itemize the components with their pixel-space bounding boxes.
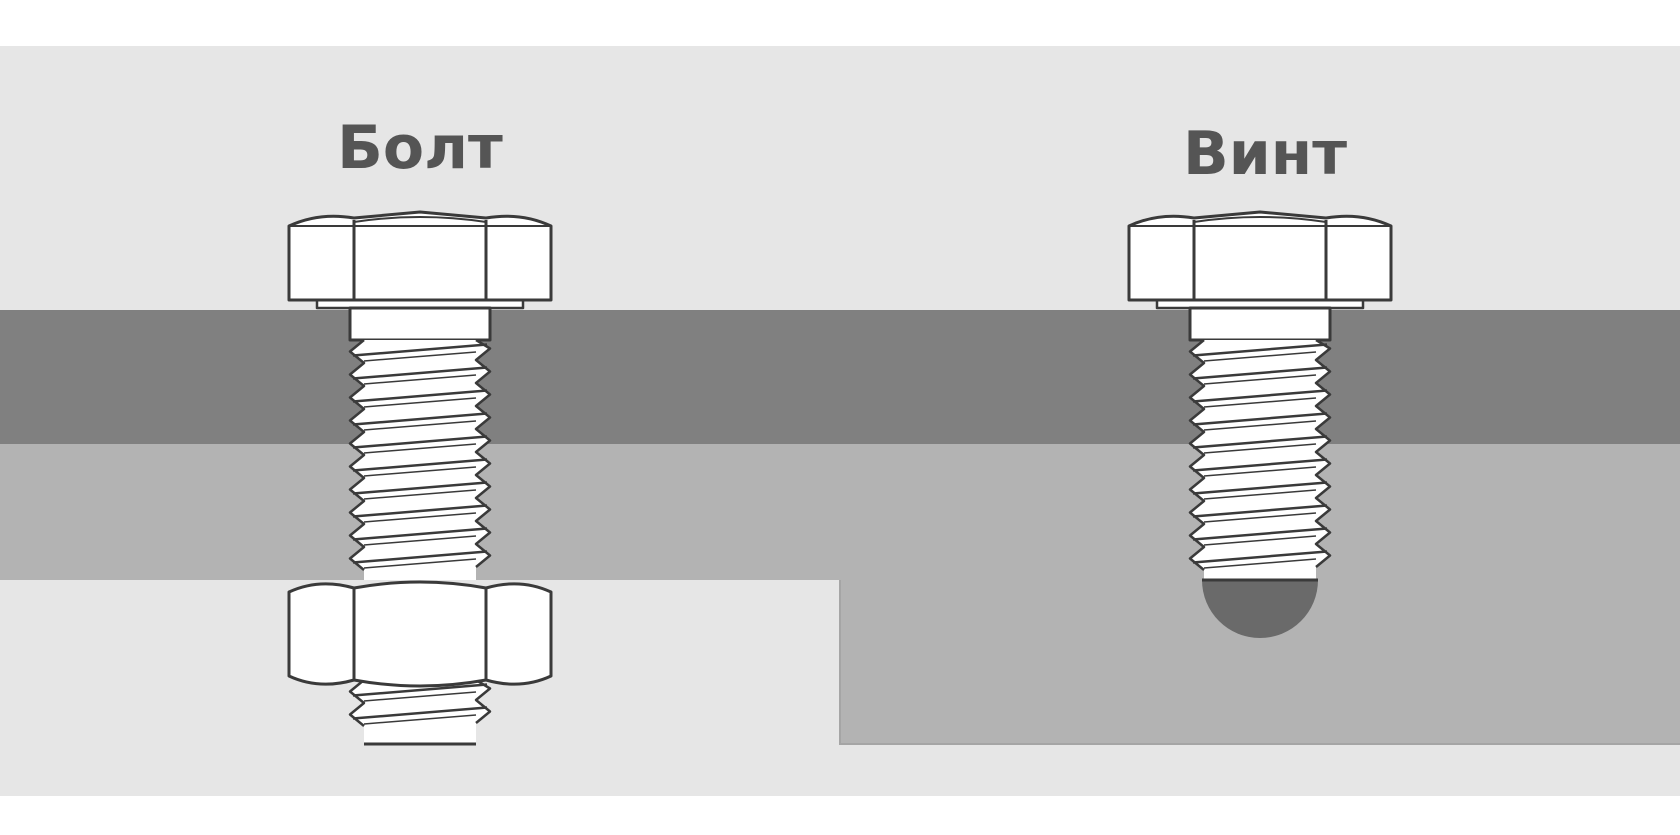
hex-screw-icon — [1127, 210, 1393, 638]
screw-thread-root — [1203, 351, 1317, 362]
screw-thread-root — [1203, 466, 1317, 477]
screw-thread-crest — [1192, 366, 1328, 380]
bolt-neck — [348, 306, 492, 342]
bolt-head-crown — [353, 216, 487, 223]
screw-hole-bottom — [1202, 580, 1318, 638]
screw-thread-crest — [1192, 550, 1328, 564]
bolt-thread-crest — [352, 504, 488, 518]
bolt-thread-root — [363, 397, 477, 408]
bolt-thread-root — [363, 374, 477, 385]
screw-thread-root — [1203, 443, 1317, 454]
screw-thread-root — [1203, 420, 1317, 431]
bolt-thread-root — [363, 420, 477, 431]
screw-thread-crest — [1192, 389, 1328, 403]
lower-plate-edge — [839, 580, 1680, 745]
screw-thread-crest — [1192, 435, 1328, 449]
bolt-thread-crest — [352, 481, 488, 495]
screw-thread-crest — [1192, 504, 1328, 518]
bolt-thread-crest — [352, 343, 488, 357]
bolt-thread-root — [363, 558, 477, 569]
upper-plate — [0, 310, 1680, 444]
bolt-thread-tail-crest — [352, 706, 488, 720]
screw-thread-crest — [1192, 458, 1328, 472]
bolt-thread-crest — [352, 458, 488, 472]
bolt-thread-root — [363, 535, 477, 546]
screw-head-crown — [1193, 216, 1327, 223]
bolt-thread-root — [363, 489, 477, 500]
bolt-thread-crest — [352, 435, 488, 449]
screw-thread-crest — [1192, 343, 1328, 357]
bolt-thread-crest — [352, 550, 488, 564]
bolt-thread-root — [363, 512, 477, 523]
screw-thread-root — [1203, 374, 1317, 385]
bolt-thread-crest — [352, 366, 488, 380]
screw-thread-crest — [1192, 412, 1328, 426]
bolt-label: Болт — [337, 113, 503, 183]
bolt-thread-crest — [352, 412, 488, 426]
screw-thread-root — [1203, 535, 1317, 546]
bolt-thread-root — [363, 443, 477, 454]
screw-thread-root — [1203, 512, 1317, 523]
bolt-thread-tail-crest — [352, 683, 488, 697]
bolt-thread-root — [363, 351, 477, 362]
screw-thread-root — [1203, 558, 1317, 569]
bolt-thread-crest — [352, 389, 488, 403]
hex-nut-icon — [287, 580, 553, 688]
bolt-thread-tail-root — [363, 691, 477, 702]
screw-thread-crest — [1192, 527, 1328, 541]
screw-thread-root — [1203, 489, 1317, 500]
screw-thread-crest — [1192, 481, 1328, 495]
screw-thread-root — [1203, 397, 1317, 408]
screw-neck — [1188, 306, 1332, 342]
hex-bolt-icon — [287, 210, 553, 746]
bolt-thread-crest — [352, 527, 488, 541]
bolt-thread-tail-root — [363, 714, 477, 725]
screw-label: Винт — [1182, 119, 1347, 189]
bolt-thread-root — [363, 466, 477, 477]
